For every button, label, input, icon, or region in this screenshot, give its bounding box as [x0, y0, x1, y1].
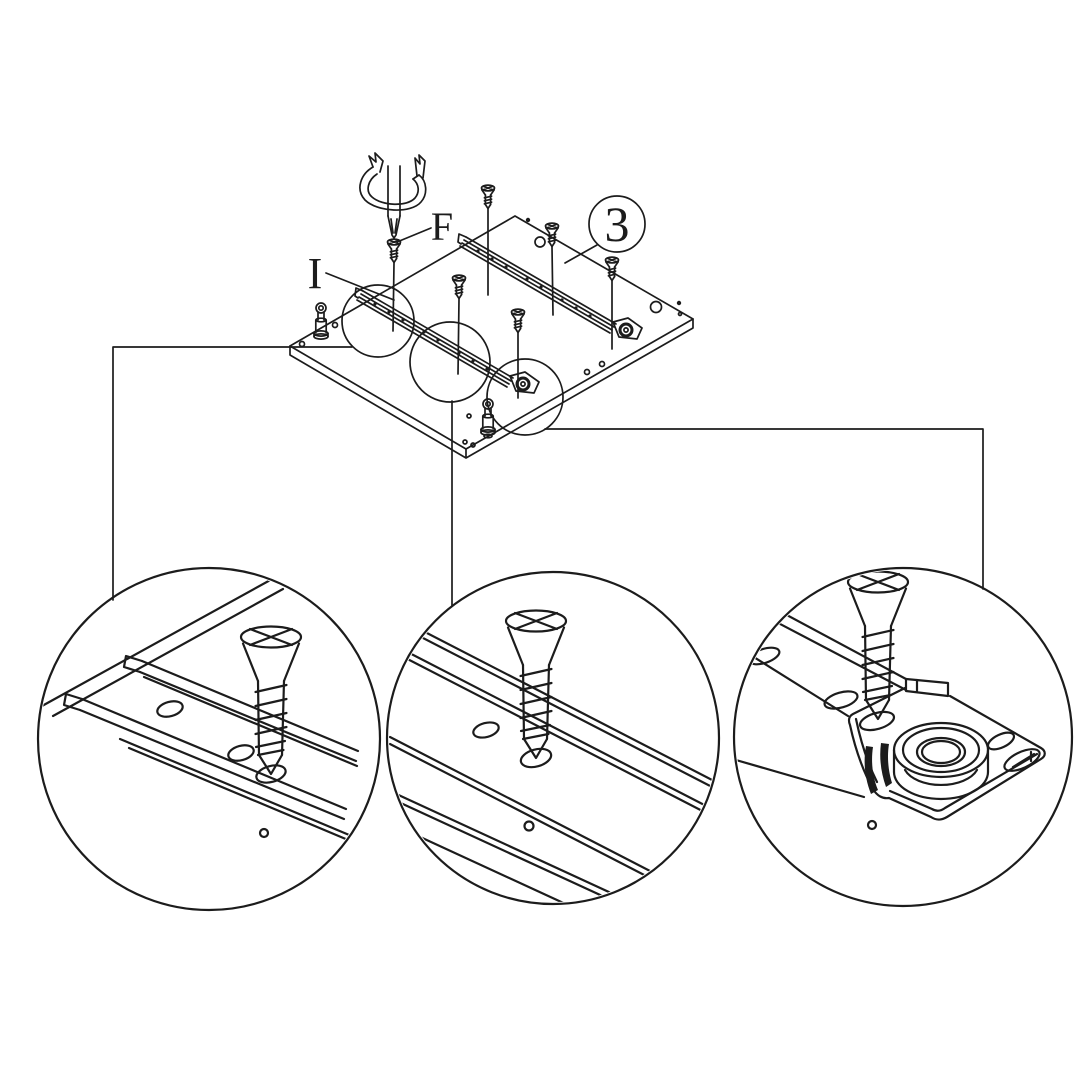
connector-line-right [544, 428, 984, 590]
rail-hole [747, 646, 781, 666]
screw [451, 274, 467, 300]
label-tool: F [431, 204, 453, 249]
part-number-callout: 3 [564, 195, 646, 264]
screw [480, 184, 496, 210]
screw-under-driver [386, 238, 402, 264]
rail-hole [472, 721, 500, 739]
rail-hole [156, 700, 184, 718]
screwdriver-icon [359, 152, 427, 239]
connector-line-left [112, 346, 353, 601]
magnified-roller-bracket [823, 677, 1046, 821]
magnified-roller [892, 721, 990, 801]
label-part-number: 3 [605, 196, 630, 252]
bracket-slot [1003, 748, 1041, 772]
magnifier-circle-3 [486, 358, 564, 436]
screws [386, 184, 620, 399]
screw [510, 308, 526, 334]
drawer-slide-rail-back [457, 233, 643, 340]
magnifier-circle-1 [341, 284, 415, 358]
detail-circle-middle [385, 570, 721, 906]
bracket-hole [823, 690, 859, 710]
rail-roller [515, 376, 531, 392]
panel-edge [40, 576, 285, 718]
panel [289, 215, 694, 459]
cam-bolt-left [313, 302, 329, 340]
panel-hole [534, 236, 546, 248]
leader-line-tool [396, 227, 432, 243]
detail-circle-right [732, 566, 1074, 908]
pilot-hole [866, 819, 878, 831]
rotation-arrow-icon [359, 152, 427, 211]
pilot-hole [523, 820, 535, 832]
rail-rivets [373, 302, 489, 371]
magnified-rail [62, 654, 362, 847]
rail-hole [227, 744, 255, 762]
magnified-screw [239, 625, 303, 776]
drawer-slide-rail-front [354, 287, 540, 394]
leader-line-part [564, 244, 598, 264]
screw-hole [519, 747, 553, 769]
rail-rivets [476, 249, 592, 318]
panel-hole [649, 300, 663, 314]
magnifier-circle-2 [409, 321, 491, 403]
pilot-hole [258, 827, 270, 839]
screw-hole [858, 710, 896, 732]
magnified-rail [389, 612, 717, 902]
magnified-rail [736, 590, 908, 799]
screw-hole [255, 764, 287, 784]
rail-roller [618, 322, 634, 338]
detail-circle-left [36, 566, 382, 912]
bracket-hole [986, 731, 1016, 751]
label-fastener: I [308, 249, 323, 298]
leader-line-fastener [325, 272, 395, 301]
